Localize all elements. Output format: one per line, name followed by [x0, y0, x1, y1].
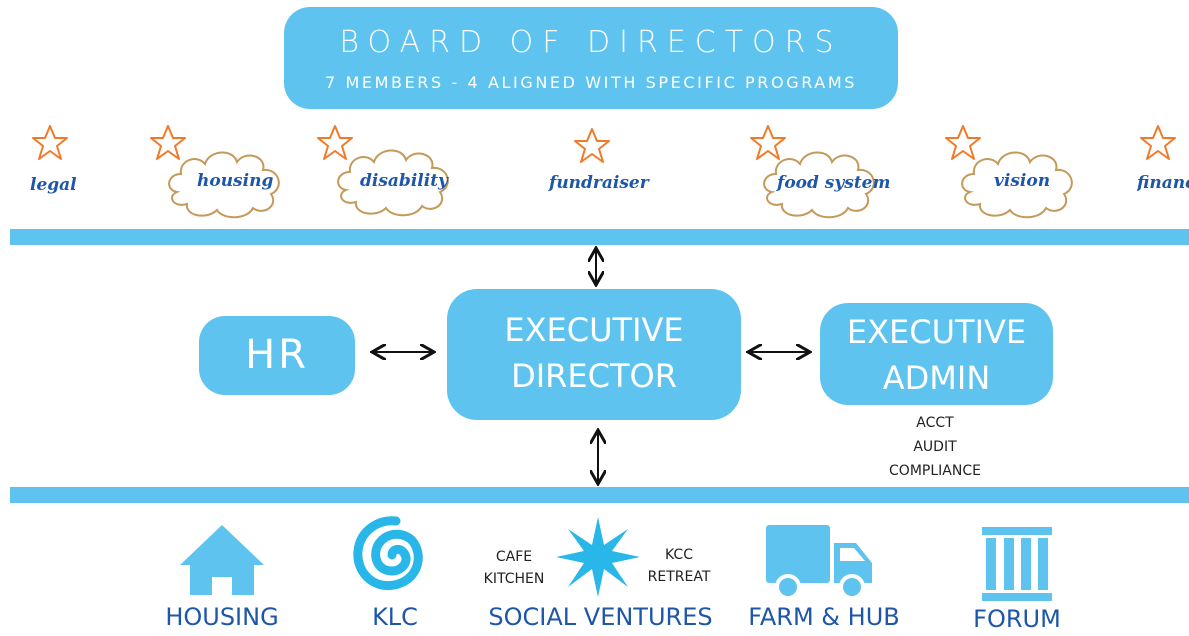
executive-admin-line1: EXECUTIVE	[846, 313, 1027, 351]
hr-box: HR	[199, 316, 355, 395]
top-divider-bar	[10, 229, 1189, 245]
department-label-farm-hub: FARM & HUB	[748, 603, 900, 631]
board-title: BOARD OF DIRECTORS	[339, 25, 843, 60]
admin-item-acct: ACCT	[916, 415, 954, 431]
spiral-icon	[353, 516, 423, 591]
truck-icon	[766, 525, 872, 600]
starburst-icon	[556, 517, 640, 597]
social-ventures-left-text: CAFE KITCHEN	[472, 546, 556, 590]
department-label-forum: FORUM	[973, 605, 1061, 633]
executive-admin-box: EXECUTIVE ADMIN	[820, 303, 1053, 405]
bottom-divider-bar	[10, 487, 1189, 503]
board-of-directors-box: BOARD OF DIRECTORS 7 MEMBERS - 4 ALIGNED…	[284, 7, 898, 109]
department-label-social-ventures: SOCIAL VENTURES	[488, 603, 713, 631]
admin-items-list: ACCT AUDIT COMPLIANCE	[870, 411, 1000, 483]
executive-director-line2: DIRECTOR	[511, 357, 677, 395]
department-label-housing: HOUSING	[165, 603, 279, 631]
social-left-cafe: CAFE	[495, 549, 533, 565]
program-label-vision: vision	[994, 171, 1051, 191]
admin-item-audit: AUDIT	[913, 439, 957, 455]
department-icons	[180, 516, 1052, 601]
social-right-kcc: KCC	[665, 547, 693, 563]
social-ventures-right-text: KCC RETREAT	[638, 544, 720, 588]
executive-director-box: EXECUTIVE DIRECTOR	[447, 289, 741, 420]
department-label-klc: KLC	[372, 603, 418, 631]
executive-admin-line2: ADMIN	[882, 359, 991, 397]
program-label-finance: finance	[1137, 173, 1189, 193]
social-right-retreat: RETREAT	[647, 569, 711, 585]
program-label-housing: housing	[197, 171, 274, 191]
columns-icon	[982, 527, 1052, 601]
program-label-fundraiser: fundraiser	[549, 173, 649, 193]
house-icon	[180, 525, 264, 595]
program-label-disability: disability	[360, 171, 448, 191]
program-label-food-system: food system	[777, 173, 891, 193]
social-left-kitchen: KITCHEN	[483, 571, 545, 587]
executive-director-line1: EXECUTIVE	[504, 311, 684, 349]
admin-item-compliance: COMPLIANCE	[889, 463, 981, 479]
program-label-legal: legal	[30, 175, 77, 195]
board-subtitle: 7 MEMBERS - 4 ALIGNED WITH SPECIFIC PROG…	[325, 73, 857, 92]
